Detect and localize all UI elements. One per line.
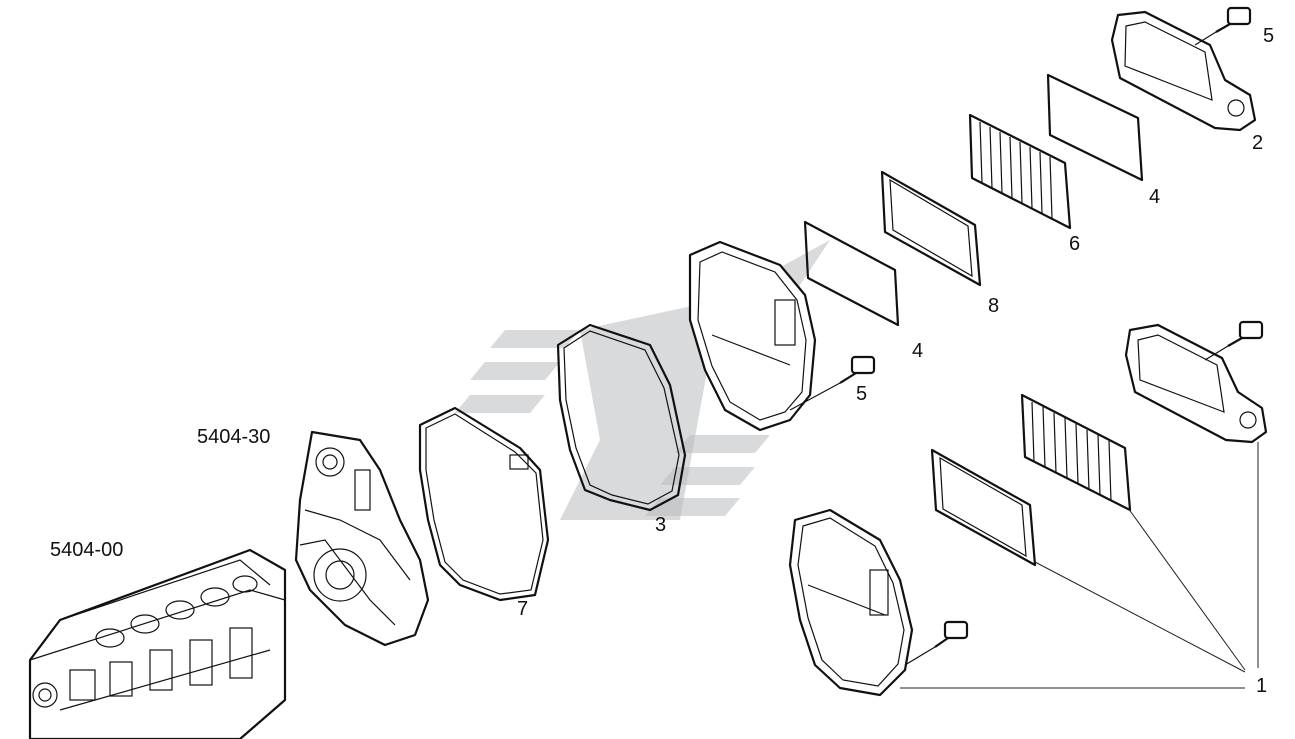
ref-label-gear-housing: 5404-30 xyxy=(197,426,271,448)
frame-8-drawing xyxy=(880,170,982,287)
ref-label-engine-block: 5404-00 xyxy=(50,539,124,561)
item-label-5-middle: 5 xyxy=(856,383,868,405)
item-label-6: 6 xyxy=(1069,233,1081,255)
item-label-3: 3 xyxy=(655,514,667,536)
item-label-4-middle: 4 xyxy=(912,340,924,362)
gasket-3-drawing xyxy=(556,323,687,512)
logo-watermark-icon xyxy=(455,240,830,520)
item-label-2: 2 xyxy=(1252,132,1264,154)
filter-6-drawing xyxy=(968,113,1072,230)
item-label-4-upper: 4 xyxy=(1149,186,1161,208)
item-label-8: 8 xyxy=(988,295,1000,317)
timing-cover-upper-drawing xyxy=(688,240,817,432)
item-label-7: 7 xyxy=(517,598,529,620)
gasket-4-upper-drawing xyxy=(1046,73,1144,182)
bolt-5-upper-drawing xyxy=(1194,6,1252,46)
leader-lines-item-1 xyxy=(900,442,1259,689)
bolt-5-middle-drawing xyxy=(789,355,876,411)
gasket-4-middle-drawing xyxy=(803,220,900,327)
cover-2-upper-drawing xyxy=(1110,10,1257,132)
item-label-5-upper: 5 xyxy=(1263,25,1275,47)
item-label-1: 1 xyxy=(1256,675,1268,697)
gasket-7-drawing xyxy=(418,406,550,602)
lower-assembly-drawing xyxy=(788,320,1268,697)
gear-housing-drawing xyxy=(294,430,430,647)
engine-block-drawing xyxy=(28,548,287,739)
